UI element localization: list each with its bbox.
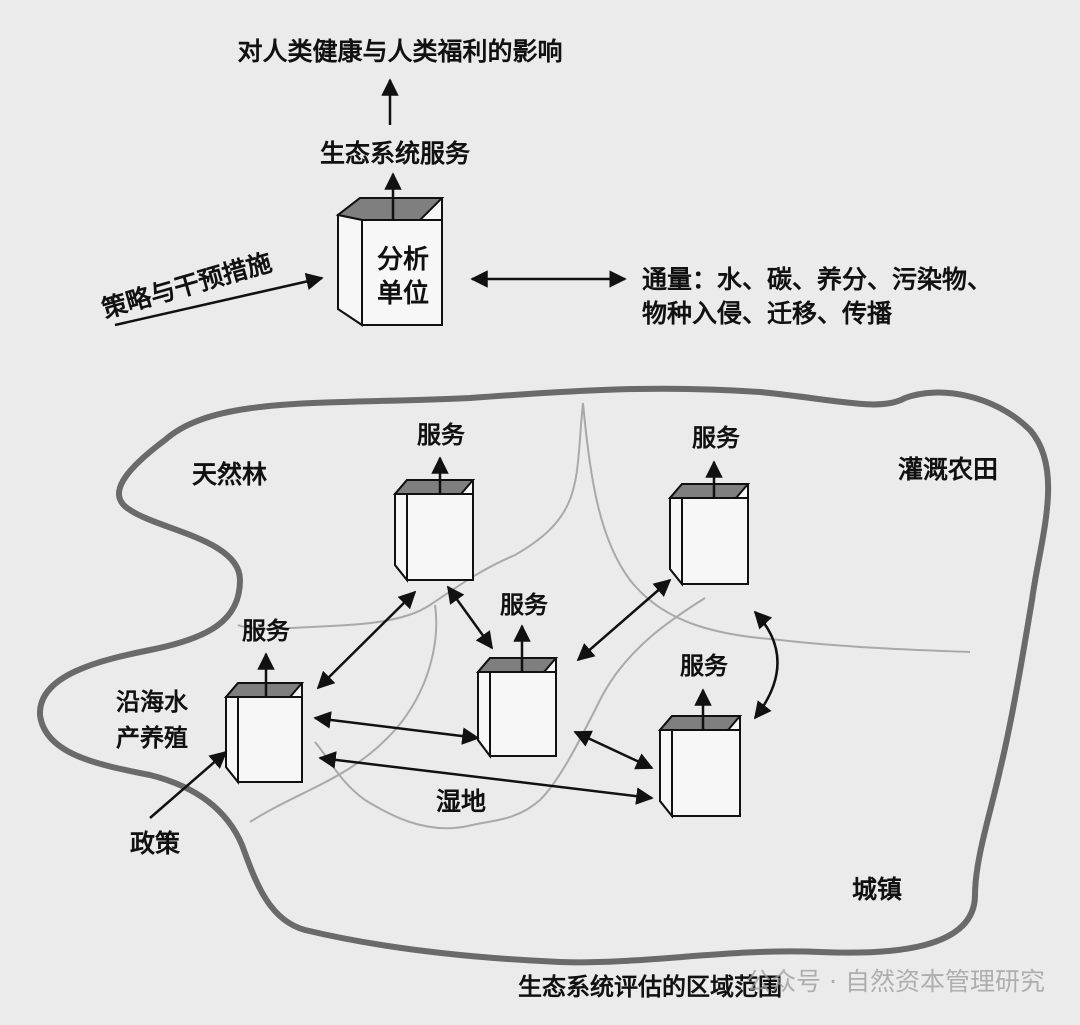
flow-arrow-aquaculture-town — [318, 751, 654, 805]
watermark-text: 公众号 · 自然资本管理研究 — [746, 967, 1045, 996]
service-label-aquaculture: 服务 — [242, 616, 291, 645]
sub-boundaries — [237, 402, 971, 830]
policy-arrow — [149, 750, 228, 819]
irrigated-farmland-label: 灌溉农田 — [898, 455, 998, 484]
service-label-town: 服务 — [680, 651, 729, 680]
natural-forest-label: 天然林 — [192, 460, 267, 489]
flow-arrow-forest-center — [446, 585, 494, 650]
wetland-label: 湿地 — [436, 787, 486, 816]
unit-box-aquaculture — [223, 682, 305, 785]
service-label-forest: 服务 — [417, 420, 466, 449]
unit-box-center — [475, 657, 559, 759]
flux-label-2: 物种入侵、迁移、传播 — [642, 299, 893, 328]
flow-arrow-farmland-town — [753, 610, 779, 720]
ecosystem-services-label: 生态系统服务 — [320, 139, 470, 168]
analysis-unit-box — [335, 197, 445, 327]
unit-box-farmland — [667, 483, 751, 587]
analysis-unit-label-1: 分析 — [377, 245, 429, 275]
flow-arrow-center-farmland — [576, 578, 672, 662]
unit-box-forest — [392, 479, 476, 583]
policy-label: 政策 — [130, 829, 181, 858]
service-label-center: 服务 — [500, 590, 549, 619]
policy-intervention-label: 策略与干预措施 — [99, 248, 275, 324]
flow-arrow-aquaculture-forest — [316, 590, 417, 690]
service-label-farmland: 服务 — [692, 423, 741, 452]
figure-caption: 生态系统评估的区域范围 — [518, 972, 782, 1001]
flow-arrow-aquaculture-center — [313, 711, 480, 745]
analysis-unit-label-2: 单位 — [377, 278, 429, 309]
flow-arrow-center-town — [573, 730, 654, 770]
policy-intervention-arrow — [114, 272, 324, 327]
unit-box-town — [657, 715, 743, 819]
coastal-aquaculture-label-2: 产养殖 — [116, 723, 188, 752]
coastal-aquaculture-label-1: 沿海水 — [116, 687, 189, 716]
flux-label-1: 通量：水、碳、养分、污染物、 — [642, 265, 992, 294]
region-outline — [36, 385, 1052, 966]
town-label: 城镇 — [852, 875, 902, 904]
impact-label: 对人类健康与人类福利的影响 — [237, 37, 562, 66]
